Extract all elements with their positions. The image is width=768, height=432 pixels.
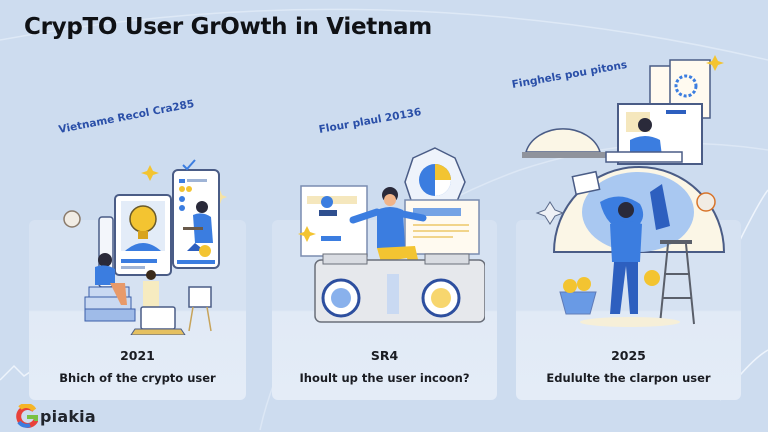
compass-icon	[696, 192, 716, 212]
laptop-icon	[140, 306, 176, 330]
card-description: Bhich of the crypto user	[59, 371, 216, 385]
card-year: 2025	[611, 348, 646, 363]
card-description: Ihoult up the user incoon?	[299, 371, 470, 385]
caption-2: Flour plaul 20136	[317, 106, 423, 136]
sparkle-icon	[298, 226, 316, 242]
checkmark-icon	[182, 159, 196, 171]
illustration-idea-workspace	[63, 159, 227, 335]
page-title: CrypTO User GrOwth in Vietnam	[24, 14, 432, 40]
brand-name: piakia	[40, 406, 96, 426]
gear-icon	[63, 210, 81, 228]
card-year: SR4	[370, 348, 399, 363]
caption-1: Vietname Recol Cra285	[57, 97, 196, 136]
brand-mark-icon	[16, 404, 38, 428]
brand-logo[interactable]: piakia	[16, 403, 96, 429]
illustration-globe-workshop	[522, 55, 726, 327]
gear-icon	[674, 74, 698, 98]
lightbulb-icon	[129, 205, 157, 233]
card-description: Edululte the clarpon user	[546, 371, 711, 385]
sparkle-icon	[706, 55, 724, 71]
sparkle-icon	[141, 165, 159, 181]
star-icon	[535, 201, 565, 225]
illustration-presenter	[298, 147, 485, 323]
card-year: 2021	[120, 348, 155, 363]
